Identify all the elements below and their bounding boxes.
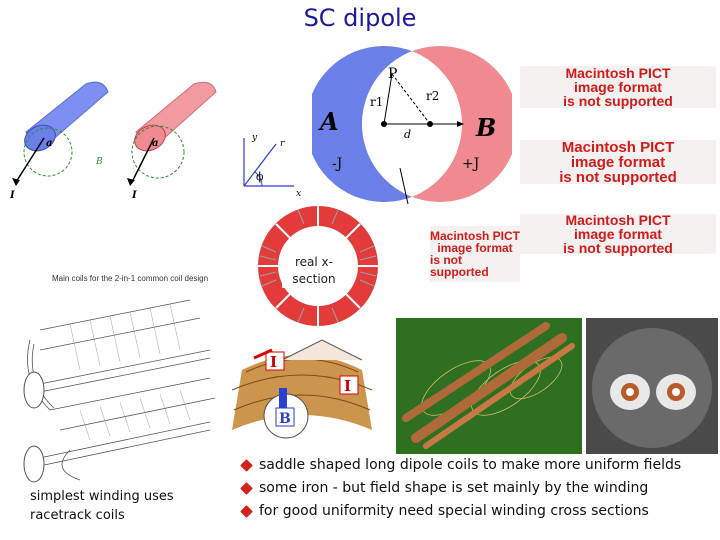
saddle-label-b: B (279, 411, 291, 427)
pict-line: image format (437, 241, 513, 255)
red-conductor (131, 81, 217, 179)
bullet-item: for good uniformity need special winding… (238, 500, 718, 523)
pict-line: Macintosh PICT (430, 229, 521, 243)
coil-photo (396, 318, 582, 454)
pict-line: image format (570, 153, 666, 171)
axis-x-label: x (296, 189, 301, 199)
pict-line: image format (574, 226, 662, 242)
pict-line: Macintosh PICT (561, 138, 675, 156)
pict-placeholder-4: Macintosh PICT image format is not suppo… (430, 226, 520, 282)
saddle-label-i1: I (270, 353, 277, 371)
bullet-text: for good uniformity need special winding… (259, 503, 649, 519)
label-plus-j: +J (462, 156, 479, 172)
pict-line: image format (574, 79, 662, 95)
label-i-blue: I (9, 190, 15, 200)
bullet-item: some iron - but field shape is set mainl… (238, 477, 718, 500)
bullet-text: saddle shaped long dipole coils to make … (259, 457, 682, 473)
cross-section-label: real x-section (282, 254, 346, 288)
label-i-red: I (131, 190, 137, 200)
bullet-item: saddle shaped long dipole coils to make … (238, 454, 718, 477)
label-a-blue: a (46, 138, 52, 149)
axis-phi-label: ϕ (256, 170, 264, 183)
saddle-coil-diagram: I I B (231, 339, 373, 439)
page-title: SC dipole (303, 4, 417, 32)
pict-line: is not supported (563, 240, 673, 256)
saddle-label-i2: I (344, 377, 351, 395)
polar-axes-diagram: y r ϕ x (243, 133, 301, 199)
pict-line: is not supported (430, 253, 489, 279)
label-minus-j: -J (332, 156, 342, 172)
label-b-field: B (95, 157, 103, 167)
bullet-icon (240, 459, 253, 472)
label-r1: r1 (370, 95, 383, 109)
racetrack-coil-drawing (23, 299, 216, 483)
axis-y-label: y (251, 133, 258, 143)
pict-line: is not supported (563, 93, 673, 109)
dipole-overlap-diagram: P r1 r2 d A B -J +J (312, 46, 512, 204)
pict-placeholder-2: Macintosh PICT image format is not suppo… (520, 138, 716, 186)
pict-line: Macintosh PICT (565, 65, 671, 81)
label-r2: r2 (426, 89, 439, 103)
label-d: d (404, 128, 411, 141)
pict-line: Macintosh PICT (565, 212, 671, 228)
pict-line: is not supported (559, 168, 677, 186)
magnet-end-photo (586, 318, 718, 454)
racetrack-caption: simplest winding uses racetrack coils (30, 489, 174, 523)
label-p: P (388, 66, 397, 82)
bullet-text: some iron - but field shape is set mainl… (259, 480, 649, 496)
label-a-red: a (152, 138, 158, 149)
main-coils-caption: Main coils for the 2-in-1 common coil de… (52, 274, 209, 283)
bullet-icon (240, 505, 253, 518)
conductor-pair-diagram: a a B I I (9, 81, 217, 200)
label-a: A (318, 107, 339, 136)
label-b: B (475, 113, 496, 142)
pict-placeholder-3: Macintosh PICT image format is not suppo… (520, 212, 716, 256)
bullet-list: saddle shaped long dipole coils to make … (238, 454, 718, 523)
axis-r-label: r (280, 139, 285, 149)
bullet-icon (240, 482, 253, 495)
pict-placeholder-1: Macintosh PICT image format is not suppo… (520, 66, 716, 108)
blue-conductor (23, 81, 109, 177)
